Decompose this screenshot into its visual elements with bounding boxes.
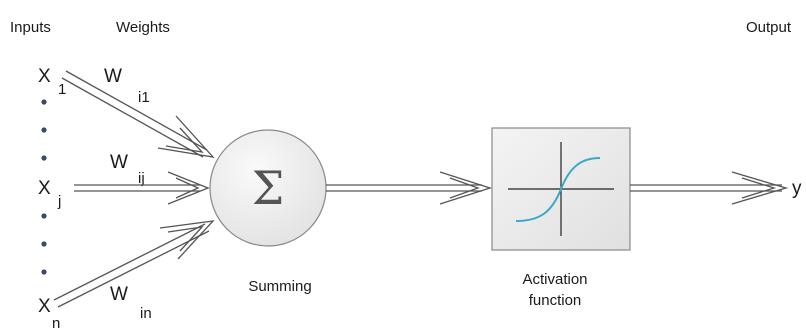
sum-to-activation-arrow [326,171,493,205]
ellipsis-dot [41,269,47,275]
input-xn-symbol: X [38,296,51,317]
sigmoid-curve [515,157,601,222]
ellipsis-dot [41,213,47,219]
ellipsis-dot [41,99,47,105]
inputs-header: Inputs [10,19,51,36]
summing-node [209,129,327,247]
activation-label-line1: Activation [522,271,587,288]
activation-label-line2: function [529,292,582,309]
input-arrow-1 [61,70,215,158]
weight-w1-symbol: W [104,66,122,87]
summing-label: Summing [248,278,311,295]
input-x1-subscript: 1 [58,81,66,98]
input-xj-subscript: j [57,193,61,210]
input-xn-subscript: n [52,315,60,332]
weight-wn-subscript: in [140,305,152,322]
ellipsis-dot [41,155,47,161]
input-x1-symbol: X [38,66,51,87]
input-arrow-n [53,220,215,308]
output-symbol: y [792,178,802,199]
weight-wn-symbol: W [110,284,128,305]
activation-to-output-arrow [630,171,789,205]
input-ellipsis-dots [41,99,47,275]
weight-wj-subscript: ij [138,170,145,187]
ellipsis-dot [41,127,47,133]
weight-w1-subscript: i1 [138,89,150,106]
weights-header: Weights [116,19,170,36]
output-header: Output [746,19,792,36]
input-arrow-j [74,171,210,205]
weight-wj-symbol: W [110,152,128,173]
ellipsis-dot [41,241,47,247]
sigma-symbol: Σ [252,161,285,215]
input-xj-symbol: X [38,178,51,199]
